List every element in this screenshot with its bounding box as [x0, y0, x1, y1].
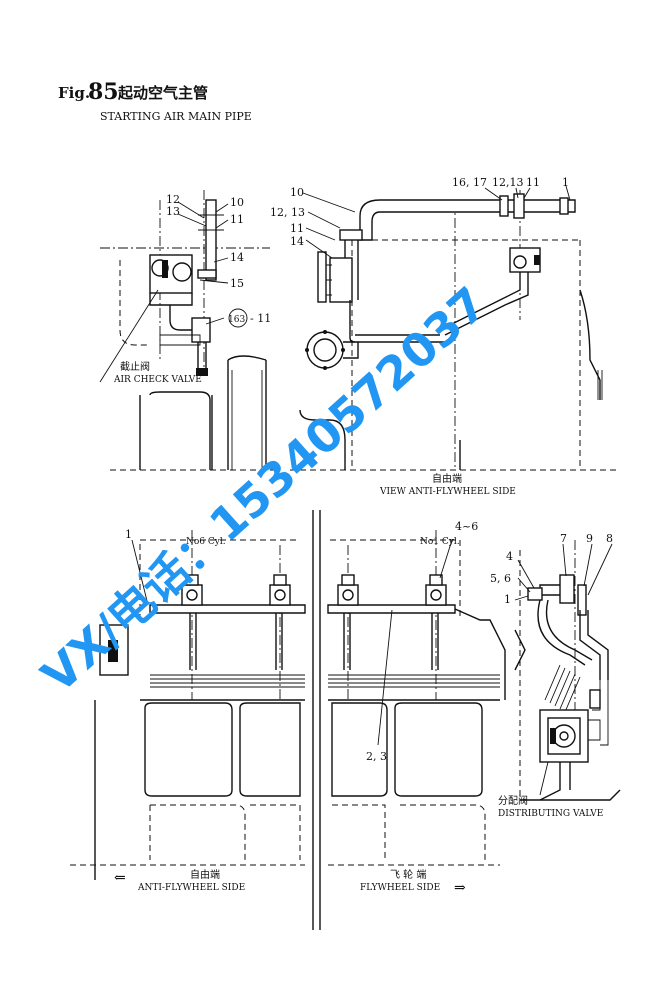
callout-10-right: 10: [290, 186, 304, 199]
top-right-view: 10 12, 13 11 14 16, 17 12,13 11 1 自由端 VI…: [270, 176, 620, 497]
callout-5-6: 5, 6: [490, 572, 511, 585]
callout-4: 4: [506, 550, 513, 563]
cyl-label-6: No6 Cyl.: [186, 537, 226, 547]
callout-15: 15: [230, 277, 244, 290]
arrow-left: ⇐: [114, 870, 126, 886]
callout-12-13-top: 12,13: [492, 176, 524, 189]
bottom-engine-view: 1 No6 Cyl. No1 Cyl. 4~6 2, 3 ⇐ 自由端 ANTI-…: [70, 510, 506, 930]
fig-number: 85: [88, 79, 119, 105]
view-label-cn: 自由端: [432, 472, 462, 485]
ref-suffix: - 11: [250, 312, 271, 325]
cylinder-valve-1: [425, 574, 447, 606]
top-left-view: 12 13 10 11 14 15 163 - 11 截止阀 AIR CHECK…: [99, 190, 280, 471]
callout-13: 13: [166, 205, 180, 218]
callout-16-17: 16, 17: [452, 176, 487, 189]
callout-11: 11: [230, 213, 244, 226]
callout-9: 9: [586, 532, 593, 545]
callout-14-right: 14: [290, 235, 304, 248]
cyl-label-1: No1 Cyl.: [420, 537, 460, 547]
ref-circle-163: 163: [228, 315, 245, 325]
anti-flywheel-en: ANTI-FLYWHEEL SIDE: [137, 883, 245, 893]
callout-4-6: 4~6: [455, 520, 478, 533]
fig-prefix: Fig.: [58, 84, 90, 102]
callout-11-right: 11: [290, 222, 304, 235]
callout-12: 12: [166, 193, 180, 206]
distributing-valve-en: DISTRIBUTING VALVE: [498, 809, 603, 819]
view-label-en: VIEW ANTI-FLYWHEEL SIDE: [379, 487, 516, 497]
callout-7: 7: [560, 532, 567, 545]
distributing-valve-cn: 分配阀: [498, 794, 528, 807]
air-check-valve-cn: 截止阀: [120, 360, 150, 373]
cylinder-valve-6: [181, 574, 203, 606]
air-check-valve-en: AIR CHECK VALVE: [113, 375, 202, 385]
callout-1-right: 1: [504, 593, 511, 606]
callout-1-top: 1: [562, 176, 569, 189]
callout-2-3: 2, 3: [366, 750, 387, 763]
flywheel-en: FLYWHEEL SIDE: [360, 883, 440, 893]
flywheel-cn: 飞 轮 端: [390, 868, 426, 881]
callout-11-top: 11: [526, 176, 540, 189]
cylinder-valve-5: [269, 574, 291, 606]
arrow-right: ⇒: [454, 880, 466, 896]
distributing-valve-view: 7 9 8 4 5, 6 1 分配阀 DISTRIBUTING VALVE: [490, 532, 621, 819]
cylinder-valve-2: [337, 574, 359, 606]
title-english: STARTING AIR MAIN PIPE: [100, 110, 252, 123]
callout-14: 14: [230, 251, 244, 264]
callout-1-bottom: 1: [125, 528, 132, 541]
callout-12-13-right: 12, 13: [270, 206, 305, 219]
callout-8: 8: [606, 532, 613, 545]
title-chinese: 起动空气主管: [117, 84, 208, 102]
anti-flywheel-cn: 自由端: [190, 868, 220, 881]
callout-10: 10: [230, 196, 244, 209]
